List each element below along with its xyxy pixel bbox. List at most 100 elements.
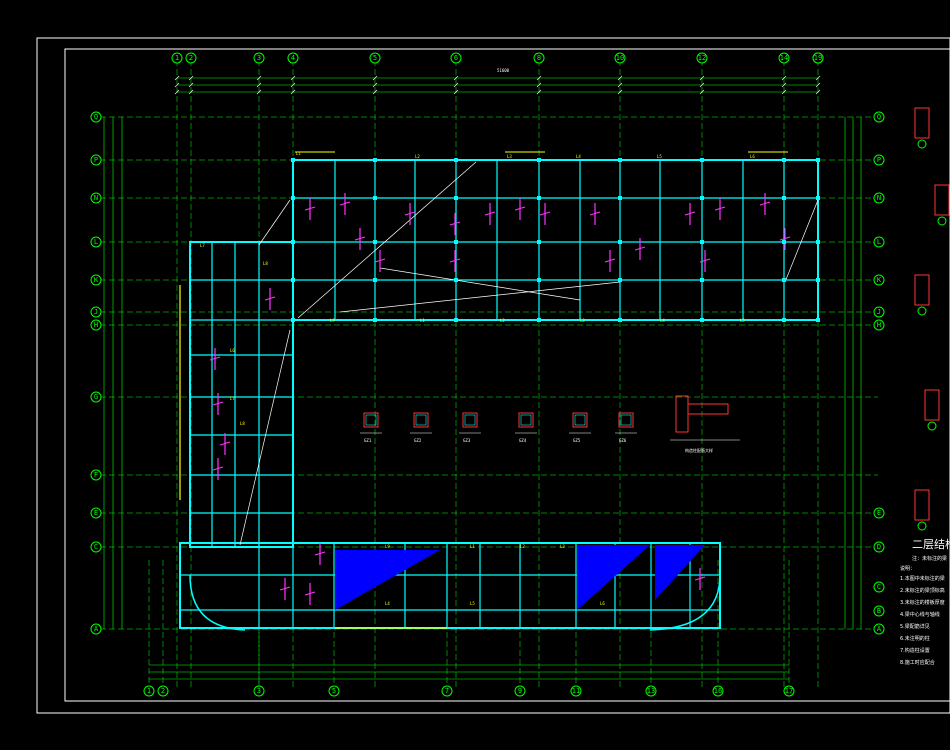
rebar-mark — [219, 441, 231, 446]
notes-list: 1.本图中未标注的梁2.未标注的梁顶标高3.未标注的楼板厚度4.梁中心线与轴线5… — [900, 575, 945, 666]
column — [700, 196, 704, 200]
rebar-mark — [374, 258, 386, 263]
dimension-tick — [536, 75, 542, 81]
axis-bubble — [90, 391, 102, 403]
rebar-mark — [339, 201, 351, 206]
column — [537, 158, 541, 162]
axis-grid — [100, 60, 878, 690]
rebar-mark — [212, 466, 224, 471]
axis-bubble-label: 13 — [647, 687, 655, 695]
column — [618, 318, 622, 322]
axis-bubble — [873, 623, 885, 635]
axis-bubble — [873, 541, 885, 553]
column — [537, 240, 541, 244]
rebar-mark — [514, 206, 526, 211]
axis-bubble-label: B — [877, 607, 881, 615]
axis-bubble — [369, 52, 381, 64]
axis-bubble — [812, 52, 824, 64]
axis-bubble-label: G — [94, 393, 98, 401]
axis-bubble — [90, 192, 102, 204]
notes-heading: 说明： — [900, 565, 915, 572]
axis-bubble-label: J — [94, 308, 98, 316]
slab-fill — [335, 550, 440, 610]
inner-frame — [64, 48, 950, 702]
dimension-tick — [536, 82, 542, 88]
beam-curve — [649, 574, 721, 631]
beam-label: L1 — [420, 318, 425, 323]
section-stirrup — [365, 414, 377, 426]
rebar-mark — [314, 551, 326, 556]
axis-bubble-label: P — [94, 156, 98, 164]
dimension-tick — [453, 82, 459, 88]
beam-label: L1 — [296, 151, 301, 156]
slab-fill — [577, 545, 650, 610]
dimension-tick — [453, 75, 459, 81]
axis-bubble-label: 16 — [714, 687, 722, 695]
dimension-tick — [188, 89, 194, 95]
axis-bubble-label: 11 — [572, 687, 580, 695]
dimension-tick — [617, 75, 623, 81]
column — [291, 158, 295, 162]
column — [291, 196, 295, 200]
rebar-mark — [304, 591, 316, 596]
column — [618, 196, 622, 200]
axis-bubble-label: J — [877, 308, 881, 316]
note-line: 4.梁中心线与轴线 — [900, 611, 940, 618]
dimension-tick — [188, 75, 194, 81]
note-line: 7.构造柱设置 — [900, 647, 930, 654]
beam-label: L8 — [263, 261, 268, 266]
axis-bubble — [90, 111, 102, 123]
column — [373, 196, 377, 200]
axis-bubble — [253, 52, 265, 64]
column — [816, 318, 820, 322]
rebar-mark — [684, 211, 696, 216]
axis-bubble — [873, 605, 885, 617]
beam-label: L5 — [470, 601, 475, 606]
column — [454, 240, 458, 244]
slab-diagonal — [239, 329, 291, 546]
axis-bubble-label: 14 — [780, 54, 788, 62]
rebar-mark — [449, 258, 461, 263]
column — [816, 158, 820, 162]
axis-bubble-label: 1 — [175, 54, 179, 62]
axis-bubble — [90, 623, 102, 635]
column — [782, 318, 786, 322]
axis-bubble-label: D — [877, 543, 881, 551]
axis-bubble-label: 8 — [537, 54, 541, 62]
column — [782, 240, 786, 244]
section-stirrup — [415, 414, 427, 426]
slab-fill — [655, 545, 705, 600]
axis-bubble — [185, 52, 197, 64]
column — [537, 278, 541, 282]
beam-label: L3 — [507, 154, 512, 159]
dimension-tick — [174, 75, 180, 81]
axis-bubble — [450, 52, 462, 64]
axis-bubble — [441, 685, 453, 697]
column — [454, 318, 458, 322]
edge-detail-bubble — [917, 521, 927, 531]
axis-bubble-label: 5 — [332, 687, 336, 695]
rebar-mark — [539, 211, 551, 216]
axis-bubble-label: C — [94, 543, 98, 551]
section-stirrup — [620, 414, 632, 426]
axis-bubble — [873, 306, 885, 318]
rebar-mark — [699, 258, 711, 263]
dimension-tick — [174, 82, 180, 88]
dimension-tick — [536, 89, 542, 95]
edge-detail — [924, 389, 940, 421]
axis-bubble — [90, 306, 102, 318]
axis-bubble — [712, 685, 724, 697]
note-line: 8.施工时应配合 — [900, 659, 935, 666]
axis-bubble-label: H — [94, 321, 98, 329]
axis-bubble-label: K — [94, 276, 99, 284]
section-note: 构造柱配筋大样 — [685, 447, 713, 453]
rebar-mark — [264, 296, 276, 301]
beam-label: L6 — [230, 348, 235, 353]
axis-bubble-label: K — [877, 276, 882, 284]
dimension-tick — [188, 82, 194, 88]
rebar-mark — [759, 201, 771, 206]
beam-label: L9 — [385, 544, 390, 549]
